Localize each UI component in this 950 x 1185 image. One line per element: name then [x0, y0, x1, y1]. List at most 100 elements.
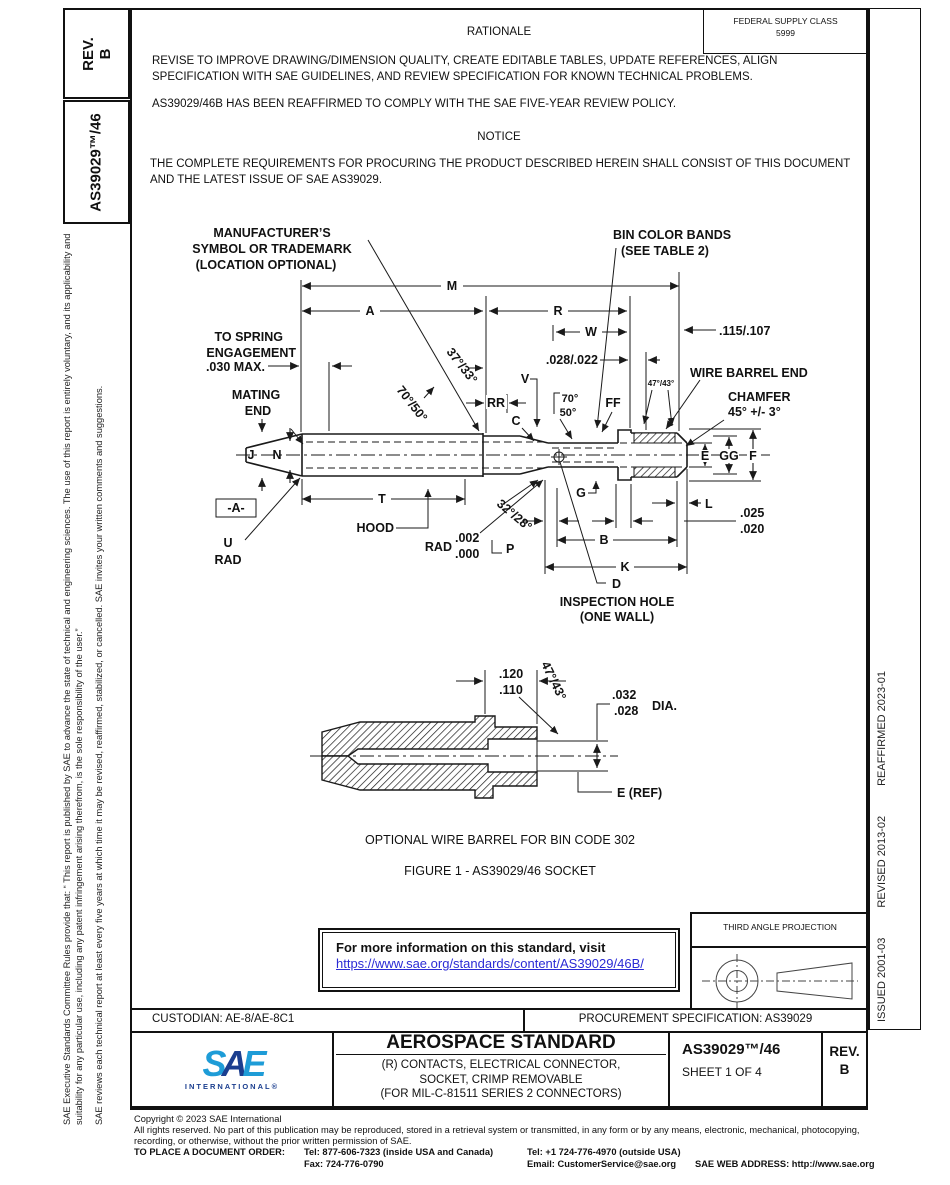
optional-barrel-caption: OPTIONAL WIRE BARREL FOR BIN CODE 302	[365, 833, 635, 847]
rationale-text: REVISE TO IMPROVE DRAWING/DIMENSION QUAL…	[152, 55, 778, 83]
revised-date: REVISED 2013-02	[876, 815, 888, 908]
angle-70: 70°	[562, 393, 579, 405]
sae-logo-s: S	[202, 1042, 226, 1084]
dim-115-107: .115/.107	[719, 324, 770, 338]
third-angle-projection-box: THIRD ANGLE PROJECTION	[690, 912, 870, 1010]
standard-link[interactable]: https://www.sae.org/standards/content/AS…	[336, 956, 644, 971]
custodian-row: CUSTODIAN: AE-8/AE-8C1 PROCUREMENT SPECI…	[130, 1008, 868, 1033]
tel-inside-label: Tel: 877-606-7323 (inside USA and Canada…	[304, 1147, 494, 1157]
title-block-rev-label: REV.	[829, 1044, 860, 1059]
rev-box: REV. B	[63, 8, 130, 99]
title-block-doc-number: AS39029™/46	[682, 1041, 781, 1058]
spring-note-line1: TO SPRING	[214, 330, 283, 344]
standard-title-line1: (R) CONTACTS, ELECTRICAL CONNECTOR,	[381, 1059, 621, 1071]
title-block: SAE INTERNATIONAL® AEROSPACE STANDARD (R…	[130, 1031, 868, 1108]
dim-K: K	[620, 560, 629, 574]
label-backgrounds	[360, 279, 759, 573]
copyright-line: Copyright © 2023 SAE International	[134, 1114, 282, 1124]
notice-title: NOTICE	[477, 131, 521, 143]
mfr-note-line3: (LOCATION OPTIONAL)	[196, 258, 337, 272]
chamfer-note-line1: CHAMFER	[728, 390, 791, 404]
sae-logo: SAE INTERNATIONAL®	[184, 1045, 280, 1091]
spring-note-line3: .030 MAX.	[206, 360, 265, 374]
angle-50: 50°	[560, 407, 577, 419]
dim-B: B	[599, 533, 608, 547]
dim-028: .028	[614, 704, 638, 718]
wire-barrel-wall-hatch-top	[633, 432, 676, 444]
dim-N: N	[272, 448, 281, 462]
dim-032: .032	[612, 688, 636, 702]
fax-label: Fax: 724-776-0790	[304, 1159, 384, 1169]
rationale-title: RATIONALE	[466, 26, 532, 38]
dia-label: DIA.	[652, 699, 677, 713]
sheet-number: SHEET 1 OF 4	[682, 1065, 762, 1079]
third-angle-projection-title: THIRD ANGLE PROJECTION	[692, 914, 868, 948]
sae-logo-subtext: INTERNATIONAL®	[184, 1081, 280, 1091]
dim-W: W	[585, 325, 597, 339]
dim-G: G	[576, 486, 586, 500]
more-info-box: For more information on this standard, v…	[318, 928, 680, 992]
fsc-label: FEDERAL SUPPLY CLASS	[733, 16, 838, 26]
spring-note-line2: ENGAGEMENT	[206, 346, 296, 360]
dim-020: .020	[740, 522, 764, 536]
dim-028-022: .028/.022	[546, 353, 598, 367]
dim-RR: RR	[487, 396, 505, 410]
leader-lines	[244, 239, 725, 584]
datum-a-label: -A-	[227, 501, 244, 515]
web-address-label: SAE WEB ADDRESS: http://www.sae.org	[695, 1159, 875, 1169]
inspection-note-line2: (ONE WALL)	[580, 610, 654, 624]
dim-F: F	[749, 449, 757, 463]
legal-paragraph-1: SAE Executive Standards Committee Rules …	[62, 233, 84, 1125]
more-info-text: For more information on this standard, v…	[336, 940, 606, 955]
rad-label: RAD	[425, 540, 452, 554]
hood-label: HOOD	[357, 521, 395, 535]
dim-L: L	[705, 497, 713, 511]
standard-title-line3: (FOR MIL-C-81511 SERIES 2 CONNECTORS)	[380, 1088, 622, 1100]
doc-number-cell: AS39029™/46 SHEET 1 OF 4	[670, 1031, 823, 1106]
dim-U: U	[223, 536, 232, 550]
angle-32-28: 32°/28°	[494, 497, 535, 534]
mfr-note-line1: MANUFACTURER’S	[213, 226, 330, 240]
dim-C: C	[511, 414, 520, 428]
dim-P: P	[506, 542, 514, 556]
mating-end-line2: END	[245, 404, 271, 418]
dim-V: V	[521, 372, 530, 386]
optional-wire-barrel-drawing: .120 .110 47°/43° .032 .028 DIA. E (REF)	[310, 659, 677, 800]
dim-R: R	[553, 304, 562, 318]
custodian-label: CUSTODIAN: AE-8/AE-8C1	[132, 1010, 525, 1031]
notice-text: THE COMPLETE REQUIREMENTS FOR PROCURING …	[150, 158, 851, 186]
revision-history-margin: ISSUED 2001-03 REVISED 2013-02 REAFFIRME…	[870, 8, 918, 1028]
bin-color-note-line2: (SEE TABLE 2)	[621, 244, 709, 258]
email-label: Email: CustomerService@sae.org	[527, 1159, 677, 1169]
standard-type: AEROSPACE STANDARD	[336, 1031, 666, 1055]
mfr-note-line2: SYMBOL OR TRADEMARK	[192, 242, 352, 256]
angle-47-43: 47°/43°	[648, 379, 674, 388]
dim-025: .025	[740, 506, 764, 520]
rad-upper-value: .002	[455, 531, 479, 545]
issued-date: ISSUED 2001-03	[876, 937, 888, 1022]
left-legal-margin: SAE Executive Standards Committee Rules …	[62, 228, 122, 1128]
dim-A: A	[365, 304, 374, 318]
barrel-section-lower-wall	[321, 755, 538, 799]
title-block-rev-value: B	[839, 1062, 850, 1077]
mating-end-line1: MATING	[232, 388, 280, 402]
wire-barrel-wall-hatch-bottom	[633, 466, 676, 478]
rev-cell: REV. B	[823, 1031, 866, 1106]
standard-title-line2: SOCKET, CRIMP REMOVABLE	[419, 1073, 583, 1086]
dim-D: D	[612, 577, 621, 591]
dim-120: .120	[499, 667, 523, 681]
dim-T: T	[378, 492, 386, 506]
bin-color-note-line1: BIN COLOR BANDS	[613, 228, 731, 242]
datum-a-box	[215, 498, 257, 518]
lower-extension-lines	[484, 670, 608, 772]
chamfer-note-line2: 45° +/- 3°	[728, 405, 781, 419]
order-label: TO PLACE A DOCUMENT ORDER:	[134, 1147, 285, 1157]
fsc-value: 5999	[776, 28, 795, 38]
inspection-hole-symbol	[551, 449, 567, 465]
socket-technical-drawing: MANUFACTURER’S SYMBOL OR TRADEMARK (LOCA…	[192, 226, 808, 624]
doc-number-box: AS39029™/46	[63, 100, 130, 224]
dim-FF: FF	[605, 396, 621, 410]
barrel-section-upper-wall	[321, 715, 538, 757]
sae-logo-cell: SAE INTERNATIONAL®	[132, 1031, 334, 1106]
legal-paragraph-2: SAE reviews each technical report at lea…	[94, 385, 104, 1125]
